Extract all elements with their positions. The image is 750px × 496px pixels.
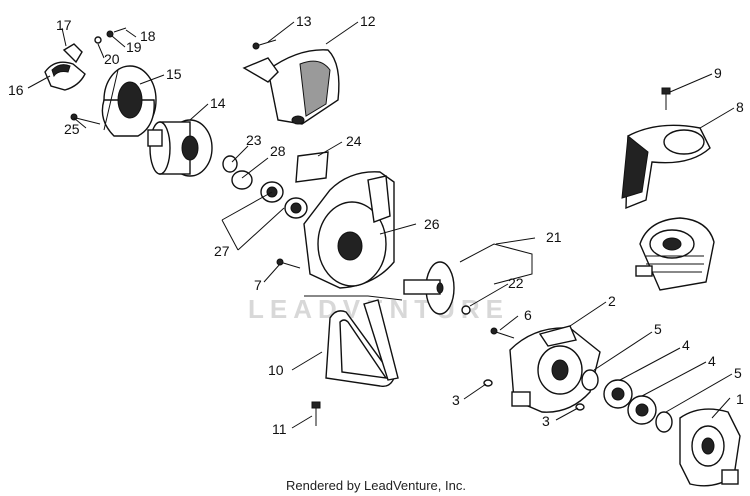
part-10-handle xyxy=(325,299,399,388)
part-1-crankcase xyxy=(679,408,741,487)
callout-4: 4 xyxy=(708,353,716,369)
part-24-gasket xyxy=(295,151,329,183)
callout-7: 7 xyxy=(254,277,262,293)
callout-14: 14 xyxy=(210,95,226,111)
callout-17: 17 xyxy=(56,17,72,33)
part-4-5-bearings xyxy=(581,369,673,433)
part-22-ring xyxy=(461,305,471,315)
callout-25: 25 xyxy=(64,121,80,137)
callout-4: 4 xyxy=(682,337,690,353)
part-screws-18-20 xyxy=(94,27,127,44)
bracket-21 xyxy=(459,243,533,285)
callout-15: 15 xyxy=(166,66,182,82)
callout-27: 27 xyxy=(214,243,230,259)
callout-18: 18 xyxy=(140,28,156,44)
callout-5: 5 xyxy=(654,321,662,337)
callout-16: 16 xyxy=(8,82,24,98)
callout-8: 8 xyxy=(736,99,744,115)
callout-23: 23 xyxy=(246,132,262,148)
part-cylinder xyxy=(635,217,715,291)
bracket-10 xyxy=(304,295,403,301)
callout-28: 28 xyxy=(270,143,286,159)
callout-19: 19 xyxy=(126,39,142,55)
callout-6: 6 xyxy=(524,307,532,323)
callout-11: 11 xyxy=(272,421,287,437)
part-7-screw xyxy=(276,258,301,269)
part-25-screw xyxy=(70,113,101,125)
part-15-housing xyxy=(101,65,157,137)
part-13-screw xyxy=(252,39,277,50)
callout-24: 24 xyxy=(346,133,362,149)
callout-1: 1 xyxy=(736,391,744,407)
part-2-crankcase xyxy=(509,325,601,413)
leader-lines xyxy=(27,21,735,429)
callout-26: 26 xyxy=(424,216,440,232)
part-11-screw xyxy=(311,401,321,426)
callout-5: 5 xyxy=(734,365,742,381)
callout-21: 21 xyxy=(546,229,562,245)
callout-20: 20 xyxy=(104,51,120,67)
part-26-shroud xyxy=(303,171,395,289)
part-8-cylinder-cover xyxy=(621,124,711,210)
callout-22: 22 xyxy=(508,275,524,291)
part-12-cover xyxy=(242,49,340,125)
render-credit: Rendered by LeadVenture, Inc. xyxy=(286,478,466,493)
callout-13: 13 xyxy=(296,13,312,29)
callout-3: 3 xyxy=(542,413,550,429)
part-clamp xyxy=(44,43,86,91)
callout-12: 12 xyxy=(360,13,376,29)
part-9-screw xyxy=(661,87,671,110)
part-6-screw xyxy=(490,327,515,339)
callout-2: 2 xyxy=(608,293,616,309)
part-21-drum xyxy=(403,261,455,315)
part-27-bearings xyxy=(260,181,308,219)
callout-10: 10 xyxy=(268,362,284,378)
callout-9: 9 xyxy=(714,65,722,81)
part-14-clutch-housing xyxy=(147,119,213,177)
part-23-28-rings xyxy=(222,155,253,190)
callout-3: 3 xyxy=(452,392,460,408)
callout-labels: 1 2 3 3 4 4 5 5 6 7 8 9 10 11 12 13 14 1… xyxy=(8,13,744,437)
